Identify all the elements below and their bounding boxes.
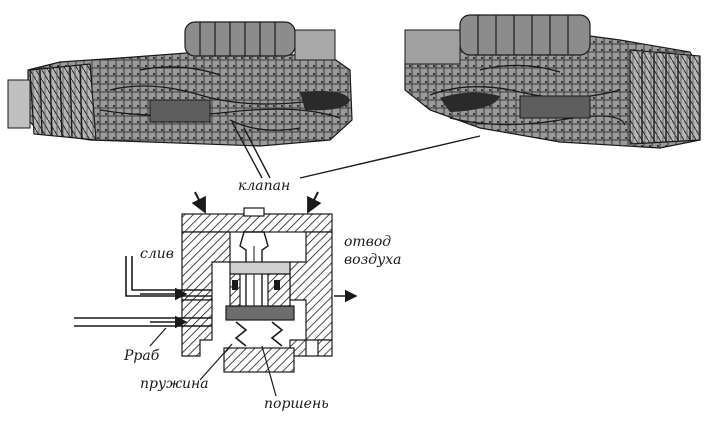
- work-pressure-pipe: [74, 317, 212, 327]
- left-engine-illustration: [7, 21, 353, 147]
- drain-label: слив: [140, 246, 174, 262]
- air-outlet-label-line1: отвод: [344, 234, 391, 250]
- spring-label: пружина: [140, 376, 209, 392]
- piston-leader: [261, 345, 277, 397]
- piston-label: поршень: [264, 396, 329, 412]
- work-pressure-label: Рраб: [123, 348, 160, 364]
- work-pressure-leader: [149, 327, 167, 347]
- spring-leader: [199, 343, 233, 381]
- valve-cross-section: [181, 207, 333, 373]
- air-outlet-label-line2: воздуха: [344, 252, 401, 268]
- right-engine-illustration: [404, 14, 701, 149]
- valve-leader-lines: [231, 121, 481, 179]
- inlet-arrow-right: [307, 191, 322, 214]
- valve-label: клапан: [238, 178, 290, 194]
- inlet-arrow-left: [191, 191, 206, 214]
